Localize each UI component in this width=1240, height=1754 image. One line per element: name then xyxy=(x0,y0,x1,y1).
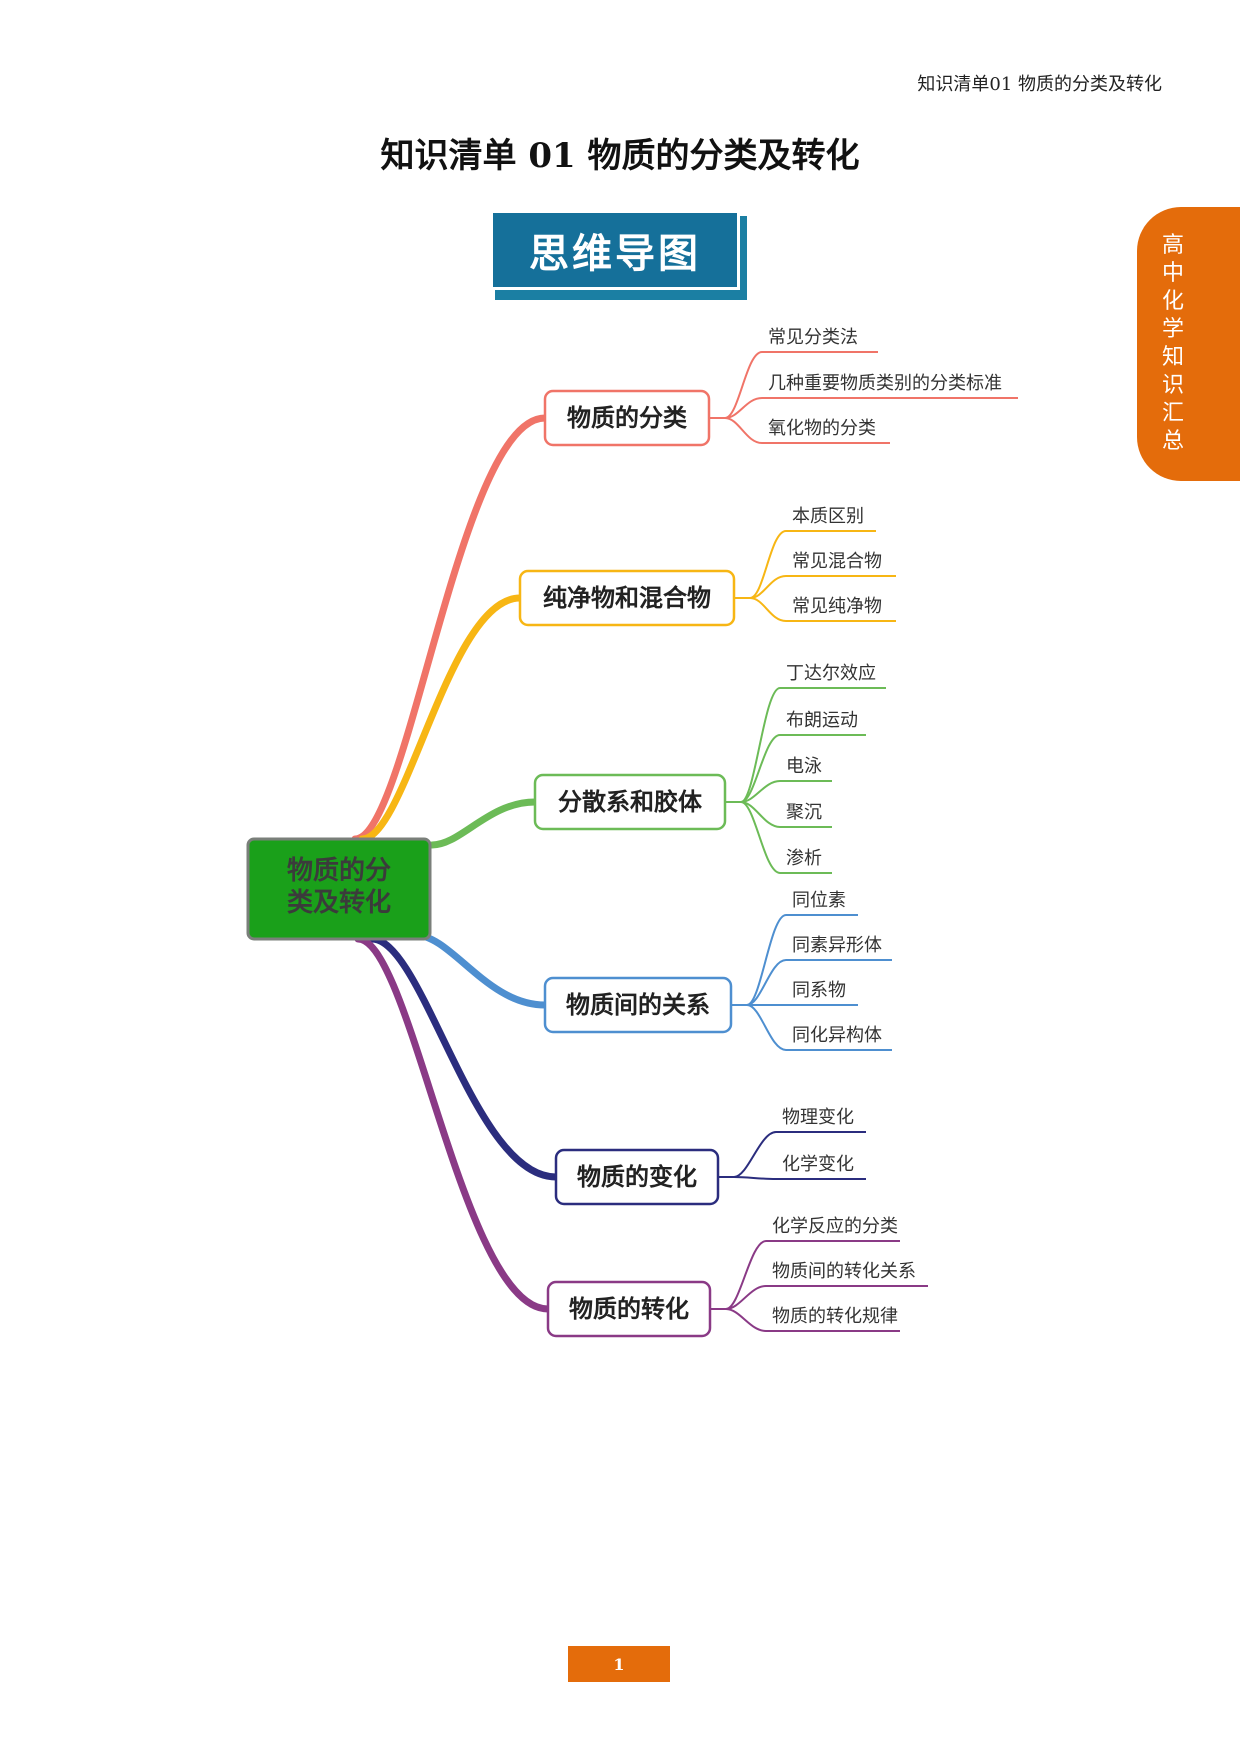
child-label: 物理变化 xyxy=(782,1107,854,1128)
child-label: 常见分类法 xyxy=(768,327,858,348)
child-line xyxy=(740,734,866,803)
branch-box-2 xyxy=(518,569,736,627)
child-label: 同位素 xyxy=(792,890,846,911)
child-line xyxy=(724,417,890,444)
root-label-line: 类及转化 xyxy=(287,888,391,918)
child-label: 几种重要物质类别的分类标准 xyxy=(768,373,1002,394)
child-line xyxy=(746,914,858,1006)
child-line xyxy=(740,687,886,803)
child-label: 化学变化 xyxy=(782,1154,854,1175)
side-tab xyxy=(1137,207,1240,481)
side-tab-label: 高中化学知识汇总 xyxy=(1161,233,1184,454)
branch-label: 物质的分类 xyxy=(567,404,688,432)
mindmap-banner-label: 思维导图 xyxy=(529,231,701,277)
root-label-line: 物质的分 xyxy=(287,855,391,886)
child-line xyxy=(746,959,892,1006)
child-label: 同素异形体 xyxy=(792,935,882,956)
child-line xyxy=(725,1285,928,1310)
child-label: 氧化物的分类 xyxy=(768,418,876,439)
child-line xyxy=(740,780,832,803)
child-label: 常见纯净物 xyxy=(792,596,882,617)
child-label: 同系物 xyxy=(792,980,846,1001)
branch-box-1 xyxy=(543,389,711,447)
branch-box-3 xyxy=(533,773,727,831)
child-label: 物质的转化规律 xyxy=(772,1306,898,1327)
branch-box-4 xyxy=(543,976,733,1034)
connector-5 xyxy=(368,935,560,1181)
child-label: 丁达尔效应 xyxy=(786,663,876,684)
root-node xyxy=(246,837,432,941)
child-label: 渗析 xyxy=(786,848,822,869)
running-header: 知识清单01 物质的分类及转化 xyxy=(917,74,1162,95)
child-line xyxy=(749,530,876,599)
page-number: 1 xyxy=(568,1646,670,1682)
child-line xyxy=(724,397,1018,419)
child-label: 本质区别 xyxy=(792,506,864,527)
branch-label: 物质的转化 xyxy=(569,1295,689,1323)
child-label: 聚沉 xyxy=(786,802,822,823)
child-line xyxy=(746,1004,892,1051)
connector-2 xyxy=(358,594,524,843)
child-label: 化学反应的分类 xyxy=(772,1216,898,1237)
child-line xyxy=(725,1240,900,1310)
child-label: 物质间的转化关系 xyxy=(772,1261,916,1282)
child-label: 布朗运动 xyxy=(786,710,858,731)
child-line xyxy=(749,575,896,599)
child-line xyxy=(740,801,832,874)
branch-box-5 xyxy=(554,1148,720,1206)
branch-box-6 xyxy=(546,1280,712,1338)
mindmap-banner: 思维导图 xyxy=(490,210,740,290)
child-label: 常见混合物 xyxy=(792,551,882,572)
page-title: 知识清单 01 物质的分类及转化 xyxy=(380,136,860,176)
child-line xyxy=(749,597,896,622)
connector-4 xyxy=(411,931,549,1009)
branch-label: 物质的变化 xyxy=(577,1163,697,1191)
child-line xyxy=(724,351,878,419)
branch-label: 分散系和胶体 xyxy=(558,788,703,816)
page-number-label: 1 xyxy=(613,1654,625,1674)
connector-6 xyxy=(354,935,552,1313)
child-line xyxy=(733,1176,866,1180)
branch-label: 物质间的关系 xyxy=(566,991,710,1019)
child-label: 电泳 xyxy=(786,756,822,777)
child-line xyxy=(725,1308,900,1332)
child-line xyxy=(733,1131,866,1178)
connector-1 xyxy=(351,414,549,843)
branch-label: 纯净物和混合物 xyxy=(543,584,711,612)
connector-3 xyxy=(428,798,539,849)
child-label: 同化异构体 xyxy=(792,1025,882,1046)
